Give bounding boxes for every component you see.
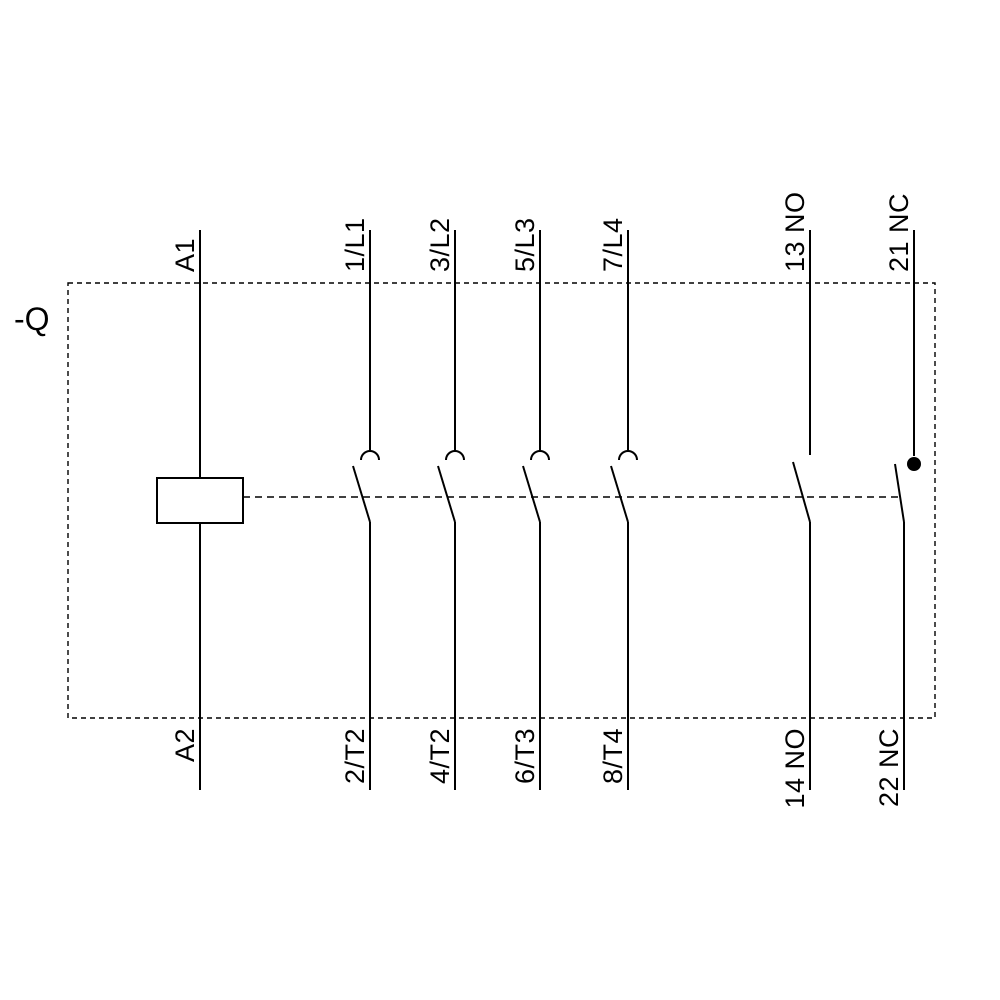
main-pole-4: 7/L4 8/T4 <box>598 217 638 790</box>
terminal-label-3l2: 3/L2 <box>425 217 455 272</box>
fixed-contact-arc <box>530 450 550 461</box>
fixed-contact-arc <box>445 450 465 461</box>
fixed-contact-arc <box>618 450 638 461</box>
terminal-label-1l1: 1/L1 <box>340 217 370 272</box>
terminal-label-2t2: 2/T2 <box>340 728 370 784</box>
terminal-label-13no: 13 NO <box>780 191 810 272</box>
moving-contact-blade <box>792 461 811 523</box>
coil-branch: A1 A2 <box>156 230 244 790</box>
main-pole-1: 1/L1 2/T2 <box>340 217 380 790</box>
moving-contact-blade <box>352 465 371 523</box>
terminal-label-8t4: 8/T4 <box>598 728 628 784</box>
main-pole-3: 5/L3 6/T3 <box>510 217 550 790</box>
terminal-label-4t2: 4/T2 <box>425 728 455 784</box>
aux-nc-contact: 21 NC 22 NC <box>874 193 921 807</box>
moving-contact-blade <box>610 465 629 523</box>
terminal-label-7l4: 7/L4 <box>598 217 628 272</box>
moving-contact-blade <box>522 465 541 523</box>
nc-contact-dot <box>907 457 921 471</box>
terminal-label-5l3: 5/L3 <box>510 217 540 272</box>
contactor-outline <box>67 282 936 719</box>
terminal-label-6t3: 6/T3 <box>510 728 540 784</box>
fixed-contact-arc <box>360 450 380 461</box>
moving-contact-blade <box>437 465 456 523</box>
coil-symbol <box>156 477 244 524</box>
main-pole-2: 3/L2 4/T2 <box>425 217 465 790</box>
terminal-label-21nc: 21 NC <box>884 193 914 272</box>
moving-contact-blade <box>894 463 905 523</box>
terminal-label-a2: A2 <box>170 728 200 762</box>
terminal-label-22nc: 22 NC <box>874 728 904 807</box>
terminal-label-14no: 14 NO <box>780 728 810 809</box>
aux-no-contact: 13 NO 14 NO <box>780 191 811 809</box>
terminal-label-a1: A1 <box>170 238 200 272</box>
reference-designator-label: -Q <box>14 301 50 337</box>
